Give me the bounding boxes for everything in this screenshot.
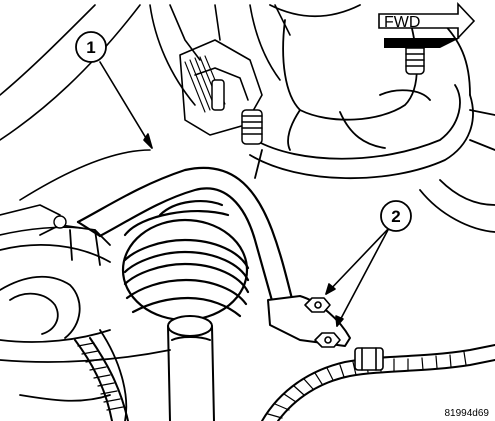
wiring-harness-left — [74, 337, 129, 421]
figure-code: 81994d69 — [445, 408, 490, 419]
stabilizer-bar — [121, 200, 250, 322]
stabilizer-bar-bushing-retainer — [76, 166, 300, 324]
callout-1: 1 — [75, 31, 107, 63]
body-panel-structure — [0, 4, 291, 236]
callout-1-number: 1 — [86, 38, 95, 57]
bracket-nut — [53, 215, 67, 229]
callout-2: 2 — [380, 200, 412, 232]
strut-mount-assembly — [249, 4, 495, 233]
callout-1-leader — [99, 61, 153, 149]
lower-control-arm — [0, 224, 171, 421]
harness-corrugation-left — [77, 342, 124, 411]
strut-stud-left — [241, 109, 263, 145]
strut-stud-right-2 — [211, 79, 225, 111]
bushing-bolt-upper — [304, 297, 331, 313]
fwd-label: FWD — [384, 14, 420, 31]
callout-2-leaders — [325, 227, 390, 327]
harness-connector — [354, 347, 384, 371]
stabilizer-link — [167, 315, 215, 421]
forward-direction-arrow: FWD — [378, 1, 476, 48]
bushing-bolt-lower — [314, 332, 341, 348]
callout-2-number: 2 — [391, 207, 400, 226]
